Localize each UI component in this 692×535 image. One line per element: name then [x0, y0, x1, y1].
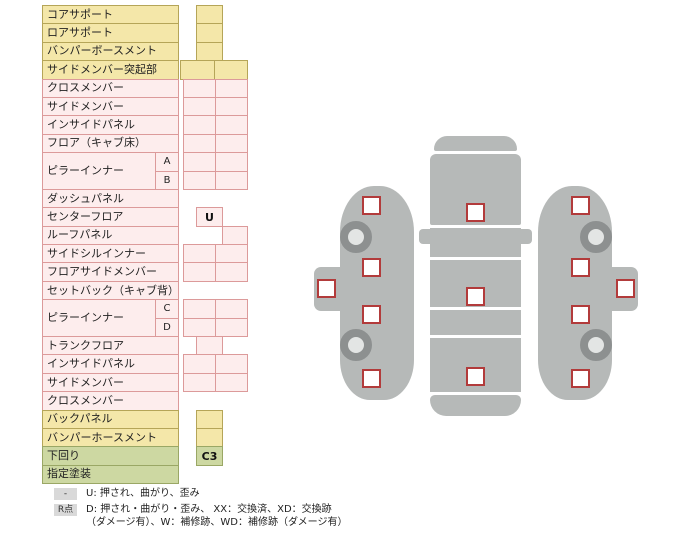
left-view-front-mark[interactable]	[362, 196, 381, 215]
right-side-view-body	[538, 186, 612, 400]
right-mirror-icon	[520, 229, 532, 244]
right-view-rear-mark[interactable]	[571, 369, 590, 388]
top-view-nose	[434, 136, 517, 151]
left-view-lower-mark[interactable]	[362, 305, 381, 324]
damage-cell[interactable]	[215, 170, 248, 190]
part-label: フロアサイドメンバー	[42, 262, 179, 282]
part-label: クロスメンバー	[42, 391, 179, 411]
left-view-upper-mark[interactable]	[362, 258, 381, 277]
left-front-wheel-icon	[340, 221, 372, 253]
right-rear-wheel-icon	[580, 329, 612, 361]
part-label: インサイドパネル	[42, 354, 179, 374]
right-view-lower-mark[interactable]	[571, 305, 590, 324]
left-mirror-icon	[419, 229, 431, 244]
top-view-windshield	[430, 228, 521, 257]
table-row: センターフロア U	[42, 207, 248, 227]
right-view-upper-mark[interactable]	[571, 258, 590, 277]
legend-item: R点 D: 押され・曲がり・歪み、 XX：交換済、XD：交換跡 （ダメージ有）、…	[54, 503, 454, 529]
part-label: クロスメンバー	[42, 78, 179, 98]
damage-cell[interactable]	[215, 317, 248, 338]
part-label: トランクフロア	[42, 336, 179, 356]
right-view-sill-mark[interactable]	[616, 279, 635, 298]
table-row: インサイドパネル	[42, 115, 248, 135]
damage-cell[interactable]: U	[196, 207, 223, 227]
top-view-rear-bumper	[430, 395, 521, 416]
part-label: ピラーインナー	[42, 152, 156, 190]
legend-symbol: -	[54, 488, 77, 500]
part-label: バンパーボースメント	[42, 41, 179, 62]
legend-item: - U: 押され、曲がり、歪み	[54, 487, 454, 500]
table-row: トランクフロア	[42, 336, 248, 356]
top-view-roof-rear	[430, 310, 521, 335]
legend-text: U: 押され、曲がり、歪み	[86, 488, 200, 499]
legend: - U: 押され、曲がり、歪み R点 D: 押され・曲がり・歪み、 XX：交換済…	[54, 487, 454, 532]
left-side-view-body	[340, 186, 414, 400]
part-label: ピラーインナー	[42, 299, 156, 338]
table-row: インサイドパネル	[42, 354, 248, 374]
part-label: センターフロア	[42, 207, 179, 227]
damage-cell[interactable]: C3	[196, 446, 223, 466]
table-row: フロアサイドメンバー	[42, 262, 248, 282]
damage-cell[interactable]	[215, 262, 248, 282]
legend-text: D: 押され・曲がり・歪み、 XX：交換済、XD：交換跡 （ダメージ有）、W：補…	[86, 504, 348, 528]
part-label: 指定塗装	[42, 464, 179, 485]
table-row: サイドメンバー突起部	[42, 60, 248, 80]
top-view-center-mark[interactable]	[466, 287, 485, 306]
top-view-rear-mark[interactable]	[466, 367, 485, 386]
part-label: サイドメンバー突起部	[42, 60, 179, 80]
damage-cell[interactable]	[215, 372, 248, 393]
frame-parts-table: コアサポートロアサポートバンパーボースメントサイドメンバー突起部クロスメンバーサ…	[42, 5, 248, 485]
left-rear-wheel-icon	[340, 329, 372, 361]
table-row: 指定塗装	[42, 464, 248, 485]
right-front-wheel-icon	[580, 221, 612, 253]
table-row: バンパーボースメント	[42, 41, 248, 62]
table-row: コアサポート	[42, 5, 248, 25]
legend-symbol: R点	[54, 504, 77, 516]
left-view-sill-mark[interactable]	[317, 279, 336, 298]
top-view-front-mark[interactable]	[466, 203, 485, 222]
right-view-front-mark[interactable]	[571, 196, 590, 215]
table-row: クロスメンバー	[42, 391, 248, 411]
left-view-rear-mark[interactable]	[362, 369, 381, 388]
